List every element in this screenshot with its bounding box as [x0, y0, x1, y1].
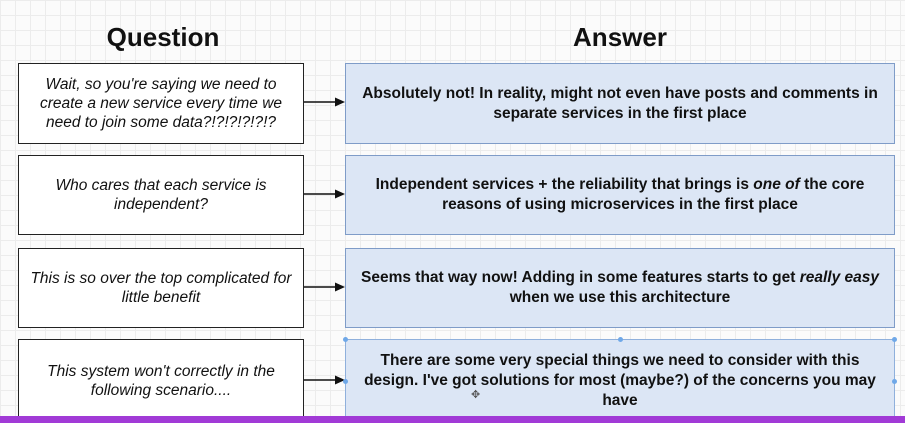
- selection-handle[interactable]: [892, 379, 897, 384]
- answer-text-1: Absolutely not! In reality, might not ev…: [362, 84, 878, 122]
- answer-text-4: There are some very special things we ne…: [364, 352, 876, 409]
- arrow-right-icon: [304, 97, 345, 107]
- answer-text-2-part-1: Independent services + the reliability t…: [375, 176, 754, 193]
- answer-text-2-emphasis: one of: [753, 176, 800, 193]
- selection-handle[interactable]: [343, 337, 348, 342]
- answer-box-1[interactable]: Absolutely not! In reality, might not ev…: [345, 63, 895, 144]
- question-column-header: Question: [106, 22, 220, 52]
- arrow-right-icon: [304, 189, 345, 199]
- question-text-1: Wait, so you're saying we need to create…: [39, 76, 283, 131]
- answer-text-2: Independent services + the reliability t…: [354, 175, 886, 215]
- selection-handle[interactable]: [892, 337, 897, 342]
- answer-text-3-emphasis: really easy: [799, 269, 879, 286]
- answer-box-2[interactable]: Independent services + the reliability t…: [345, 155, 895, 235]
- selection-handle[interactable]: [618, 337, 623, 342]
- question-text-4: This system won't correctly in the follo…: [47, 363, 275, 399]
- arrow-right-icon: [304, 375, 345, 385]
- answer-text-2-part-3: the core reasons of using microservices …: [442, 176, 865, 213]
- question-box-3[interactable]: This is so over the top complicated for …: [18, 248, 304, 328]
- question-box-2[interactable]: Who cares that each service is independe…: [18, 155, 304, 235]
- selection-handle[interactable]: [343, 379, 348, 384]
- question-text-2: Who cares that each service is independe…: [55, 177, 267, 213]
- answer-text-3-part-3: when we use this architecture: [509, 289, 731, 306]
- question-box-4[interactable]: This system won't correctly in the follo…: [18, 339, 304, 423]
- answer-text-3-part-1: Seems that way now! Adding in some featu…: [361, 269, 800, 286]
- move-cursor-icon: ✥: [471, 389, 481, 401]
- arrow-right-icon: [304, 282, 345, 292]
- bottom-progress-bar: [0, 416, 905, 423]
- answer-box-3[interactable]: Seems that way now! Adding in some featu…: [345, 248, 895, 328]
- answer-box-4-selected[interactable]: There are some very special things we ne…: [345, 339, 895, 423]
- answer-text-3: Seems that way now! Adding in some featu…: [354, 268, 886, 308]
- question-text-3: This is so over the top complicated for …: [30, 270, 292, 306]
- answer-column-header: Answer: [573, 22, 667, 52]
- question-box-1[interactable]: Wait, so you're saying we need to create…: [18, 63, 304, 144]
